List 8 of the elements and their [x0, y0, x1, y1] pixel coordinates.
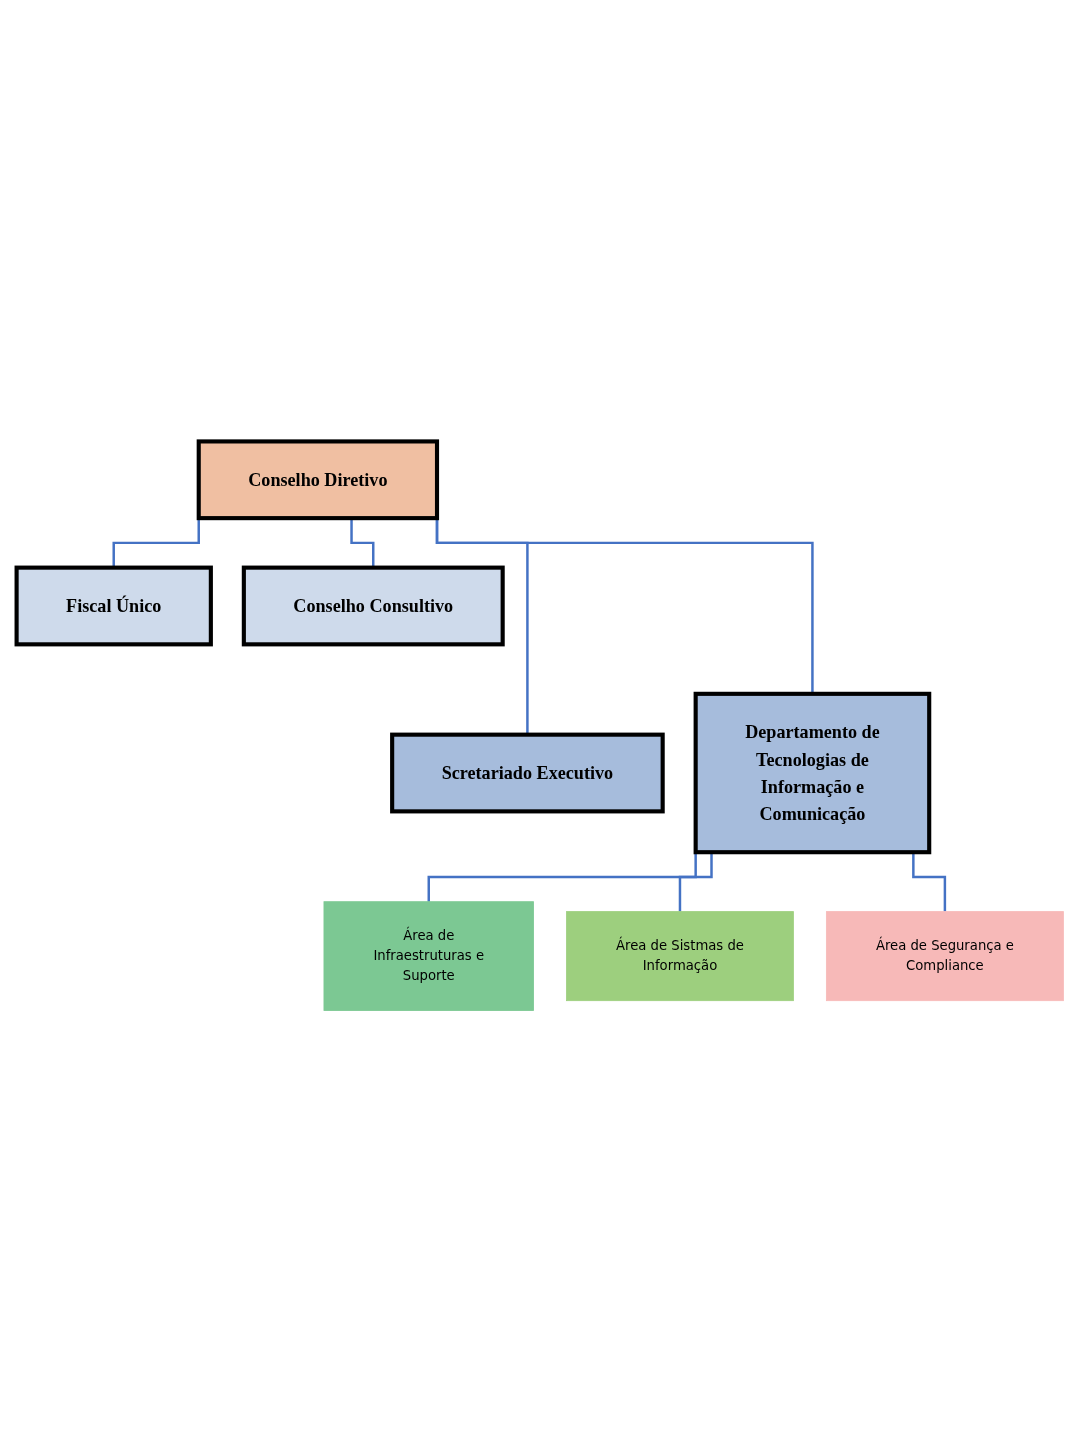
- node-box: Área de Infraestruturas e Suporte: [323, 901, 534, 1011]
- node-box: Conselho Consultivo: [241, 565, 505, 647]
- node-box: Scretariado Executivo: [390, 732, 665, 814]
- node-box: Área de Sistmas de Informação: [566, 911, 794, 1002]
- node-box: Fiscal Único: [14, 565, 213, 647]
- node-box: Área de Segurança e Compliance: [826, 911, 1064, 1002]
- node-box: Departamento de Tecnologias de Informação e Comunicação: [693, 691, 932, 855]
- node-box: Conselho Diretivo: [196, 439, 440, 521]
